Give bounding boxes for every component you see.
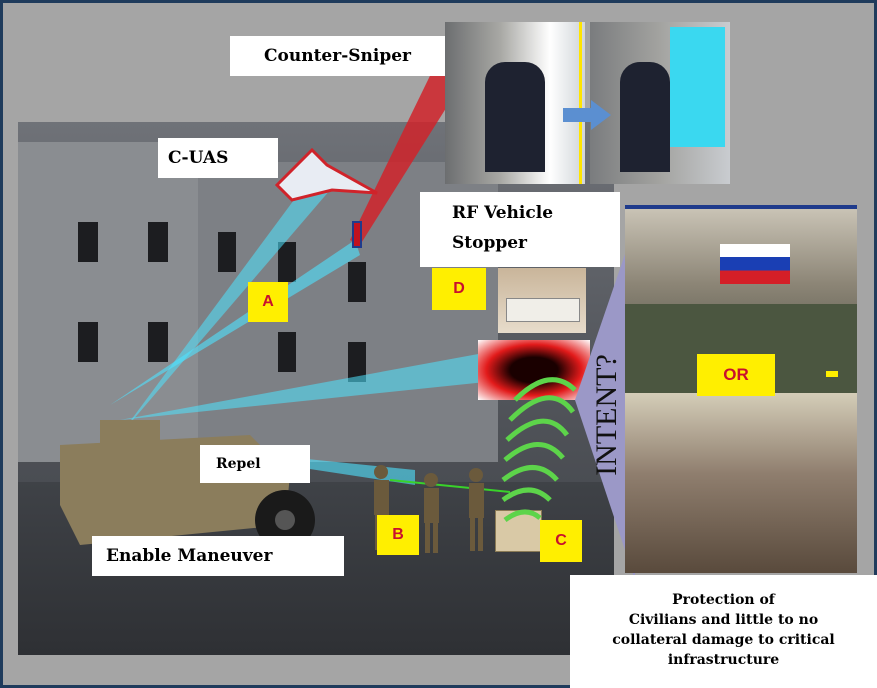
intent-label: INTENT? xyxy=(590,354,623,476)
badge-or: OR xyxy=(697,354,775,396)
crowd-silhouette-image xyxy=(478,340,590,400)
window xyxy=(218,232,236,272)
beam-rf xyxy=(120,350,505,420)
counter-sniper-beam xyxy=(350,45,470,245)
window xyxy=(278,332,296,372)
window xyxy=(278,242,296,282)
acoustic-waves-icon xyxy=(501,377,577,523)
repel-label: Repel xyxy=(200,445,310,483)
window xyxy=(78,222,98,262)
protection-caption: Protection of Civilians and little to no… xyxy=(570,575,877,688)
sniper-marker xyxy=(352,221,362,248)
c-uas-label: C-UAS xyxy=(158,138,278,178)
intent-chevron xyxy=(575,225,635,580)
arrow-right-icon xyxy=(563,100,611,130)
small-yellow-marker xyxy=(826,371,838,377)
badge-a: A xyxy=(248,282,288,322)
sniper-photo-right xyxy=(590,22,730,184)
window xyxy=(348,342,366,382)
counter-sniper-label: Counter-Sniper xyxy=(230,36,445,76)
rf-vehicle-stopper-label: RF Vehicle Stopper xyxy=(420,192,620,267)
repel-laser xyxy=(389,479,511,493)
window xyxy=(348,262,366,302)
truck-photo xyxy=(498,268,586,333)
window xyxy=(148,222,168,262)
badge-d: D xyxy=(432,268,486,310)
sniper-photo-left xyxy=(445,22,585,184)
beam-upper xyxy=(110,240,360,405)
window xyxy=(148,322,168,362)
badge-b: B xyxy=(377,515,419,555)
drone-icon xyxy=(274,147,378,202)
beam-c-uas xyxy=(120,185,330,435)
badge-c: C xyxy=(540,520,582,562)
civilian-crowd-photo xyxy=(625,393,857,573)
enable-maneuver-label: Enable Maneuver xyxy=(92,536,344,576)
armed-group-photo xyxy=(625,205,857,397)
window xyxy=(78,322,98,362)
